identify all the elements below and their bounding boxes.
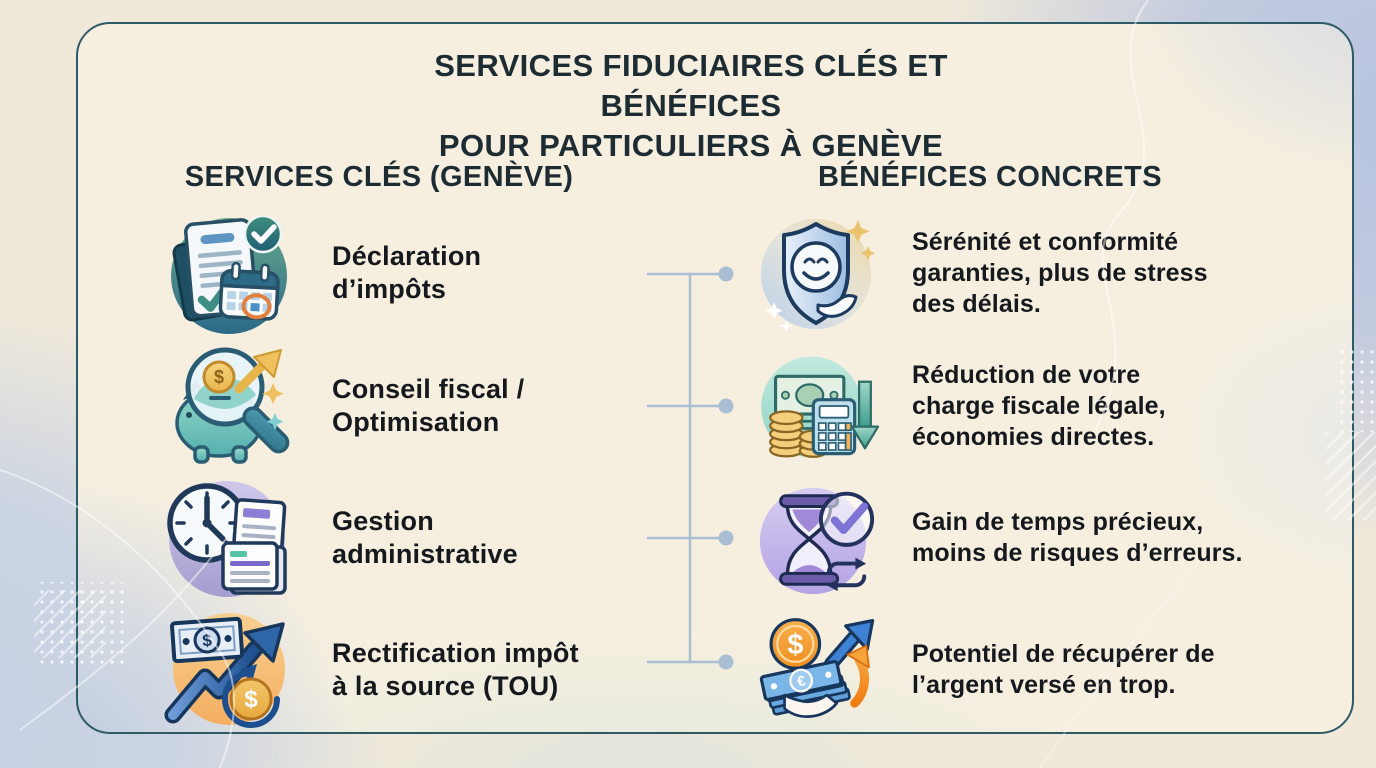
service-label: Déclaration d’impôts	[332, 241, 482, 304]
piggy-bank-magnifier-icon: $	[157, 339, 303, 473]
svg-text:$: $	[214, 367, 224, 387]
money-refund-icon: $ €	[754, 607, 878, 733]
shield-smiley-icon	[754, 210, 878, 336]
svg-text:€: €	[796, 673, 807, 690]
calculator-savings-icon	[754, 343, 880, 469]
benefit-label: Potentiel de récupérer de l’argent versé…	[912, 640, 1215, 699]
hourglass-check-icon	[754, 475, 878, 601]
content-panel: SERVICES FIDUCIAIRES CLÉS ET BÉNÉFICES P…	[76, 22, 1354, 734]
service-row-conseil: $ Conseil fiscal / Optimisation	[157, 339, 524, 473]
money-growth-icon: $ $	[157, 603, 303, 737]
page-title: SERVICES FIDUCIAIRES CLÉS ET BÉNÉFICES P…	[434, 48, 948, 163]
service-label: Gestion administrative	[332, 506, 518, 569]
benefit-label: Gain de temps précieux, moins de risques…	[912, 508, 1243, 567]
svg-text:$: $	[202, 631, 213, 651]
service-row-gestion: Gestion administrative	[157, 471, 518, 605]
service-row-declaration: Déclaration d’impôts	[157, 206, 481, 340]
benefit-row-reduction: Réduction de votre charge fiscale légale…	[754, 343, 1166, 469]
benefit-label: Réduction de votre charge fiscale légale…	[912, 360, 1166, 451]
benefits-column-header: BÉNÉFICES CONCRETS	[818, 161, 1162, 193]
svg-text:$: $	[244, 686, 258, 713]
svg-text:$: $	[787, 629, 803, 661]
service-row-rectification: $ $ Rectification impôt à la source (TOU…	[157, 603, 579, 737]
clock-documents-icon	[157, 471, 303, 605]
service-label: Conseil fiscal / Optimisation	[332, 374, 525, 437]
benefit-row-gain-temps: Gain de temps précieux, moins de risques…	[754, 475, 1243, 601]
benefit-row-recuperation: $ € Potentiel de réc	[754, 607, 1215, 733]
tax-declaration-icon	[157, 206, 303, 340]
service-label: Rectification impôt à la source (TOU)	[332, 638, 579, 701]
benefit-label: Sérénité et conformité garanties, plus d…	[912, 227, 1208, 318]
services-column-header: SERVICES CLÉS (GENÈVE)	[184, 161, 574, 193]
benefit-row-serenite: Sérénité et conformité garanties, plus d…	[754, 210, 1208, 336]
